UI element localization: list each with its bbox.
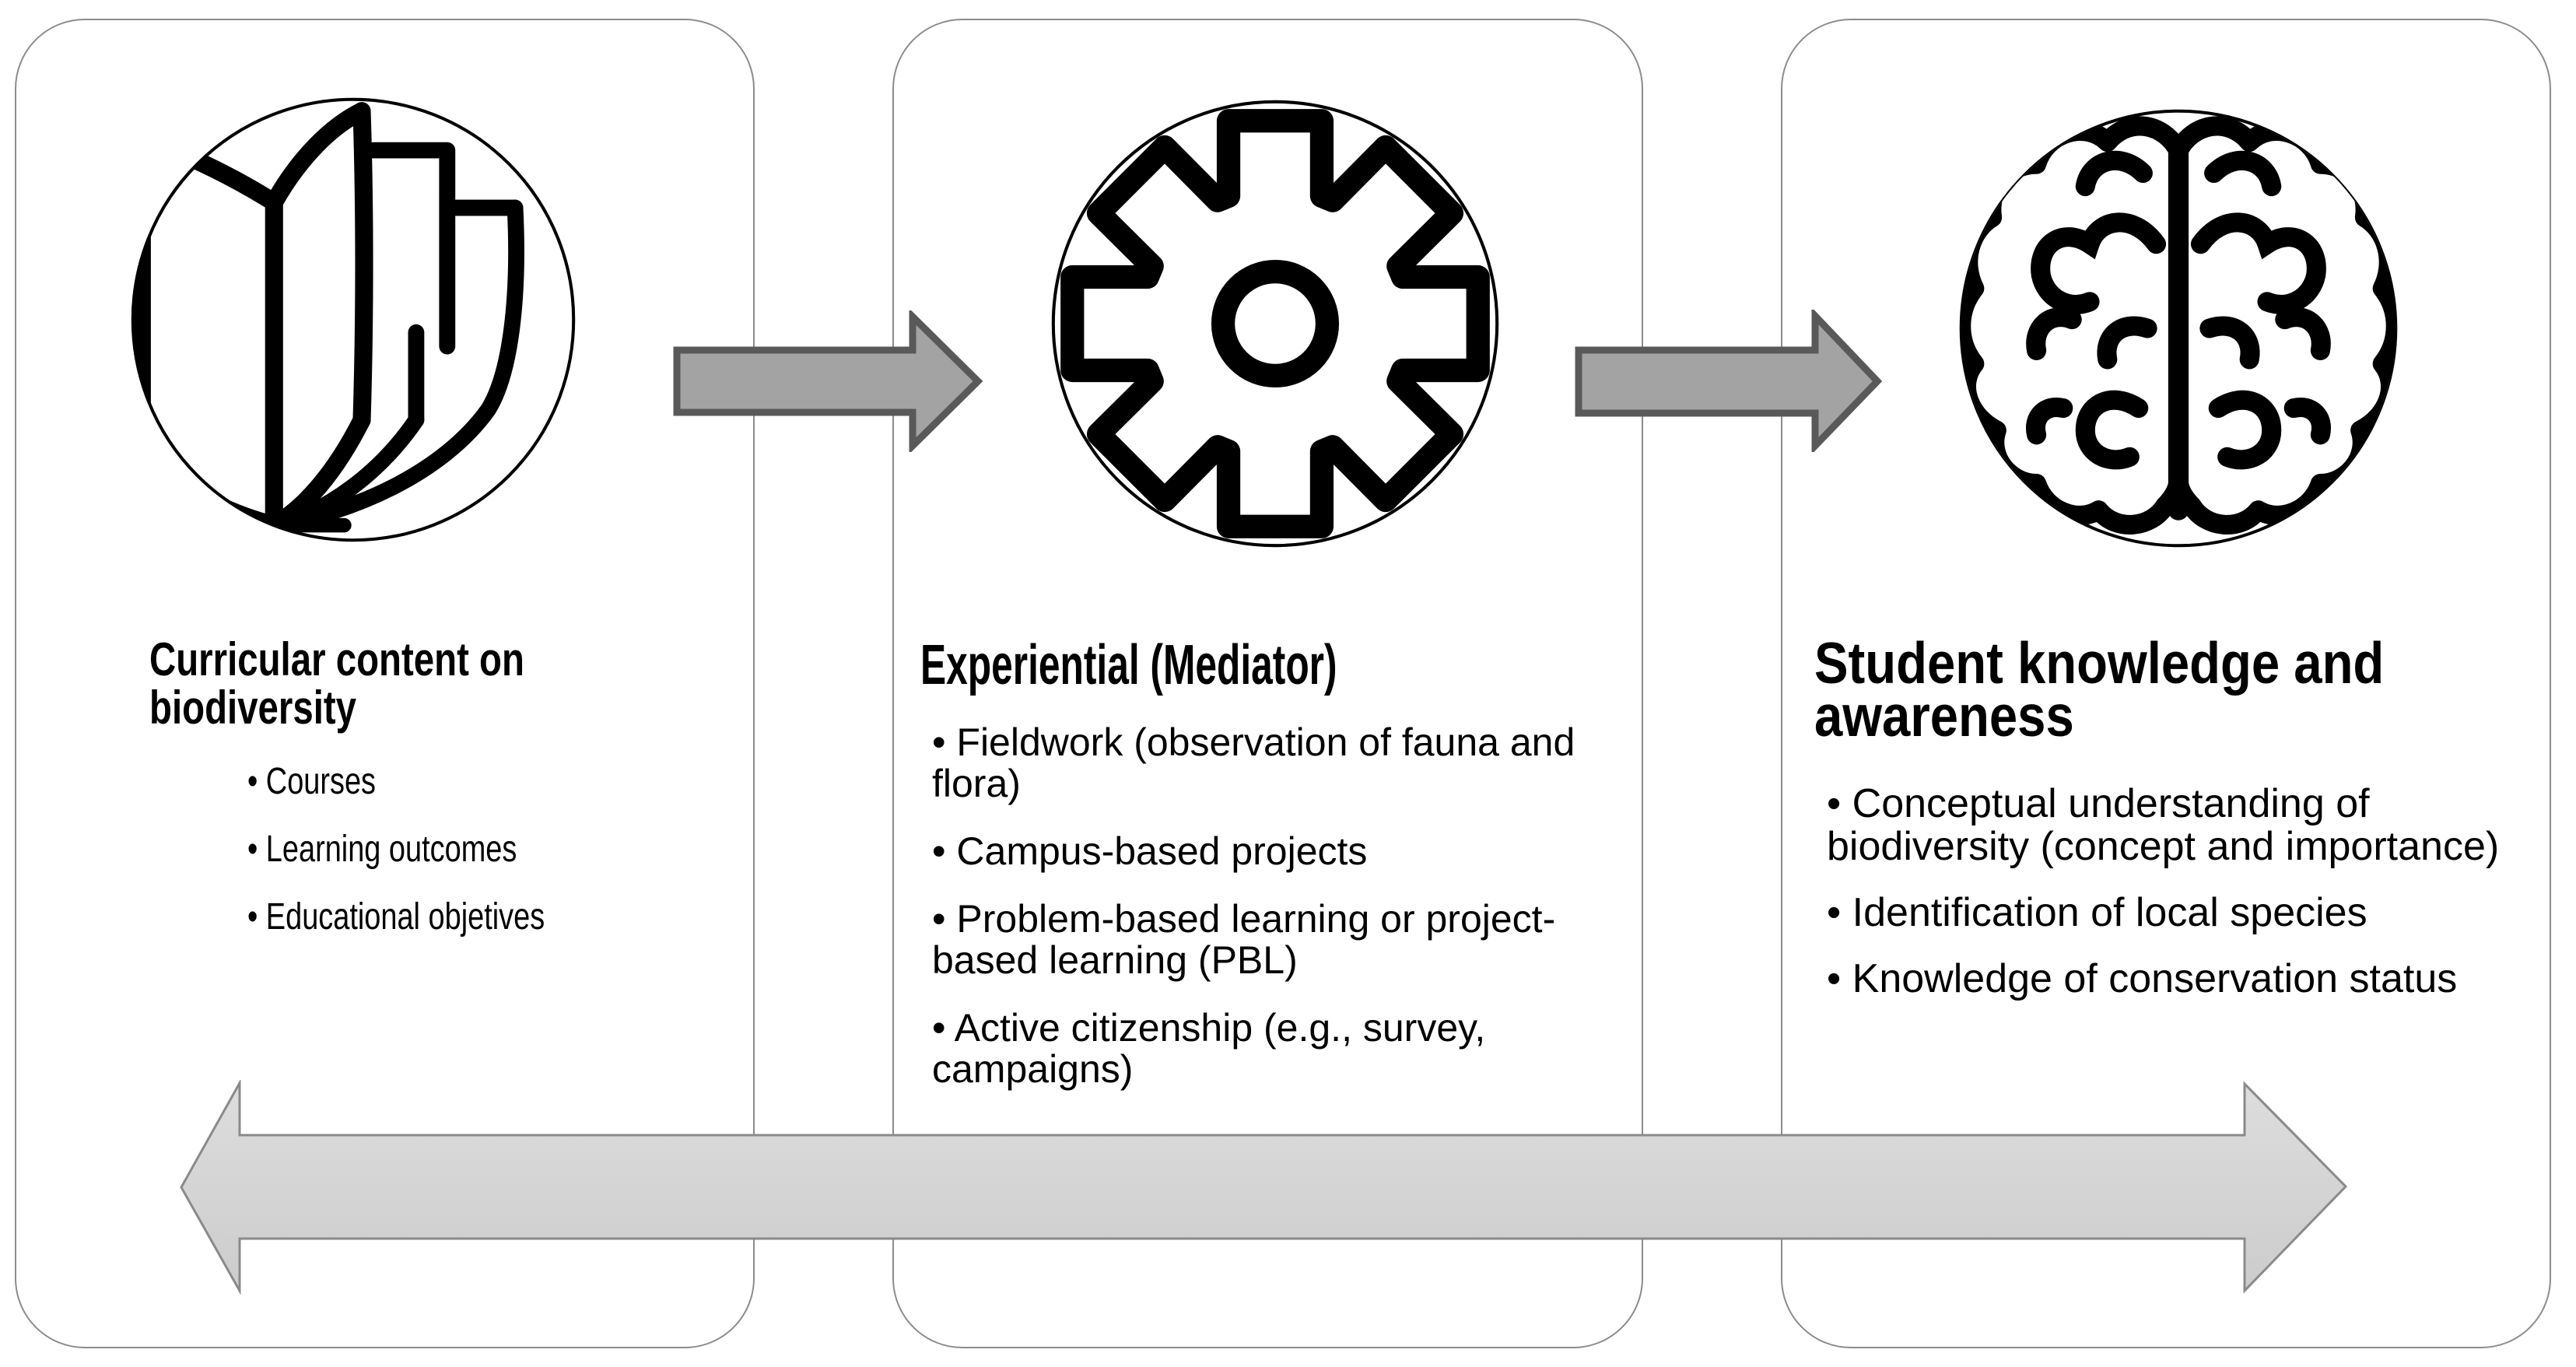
- bullet-item: • Fieldwork (observation of fauna and fl…: [932, 720, 1575, 805]
- right-arrow-icon: [671, 308, 985, 454]
- open-book-icon: [128, 95, 578, 545]
- right-arrow-icon: [1572, 307, 1884, 455]
- brain-icon: [1957, 107, 2400, 550]
- card1-title: Curricular content on biodiversity: [149, 633, 524, 734]
- card2-title: Experiential (Mediator): [920, 634, 1337, 696]
- card3-title: Student knowledge and awareness: [1814, 630, 2385, 748]
- bullet-item: • Conceptual understanding of biodiversi…: [1827, 781, 2500, 869]
- bullet-item: • Educational objetives: [247, 896, 545, 938]
- bullet-item: • Courses: [247, 761, 377, 802]
- bullet-item: • Campus-based projects: [932, 829, 1368, 873]
- bullet-item: • Identification of local species: [1827, 890, 2367, 935]
- bullet-item: • Learning outcomes: [247, 829, 517, 870]
- card3-bullet-list: • Conceptual understanding of biodiversi…: [1827, 783, 2543, 1024]
- card2-bullet-list: • Fieldwork (observation of fauna and fl…: [932, 722, 1648, 1116]
- double-headed-arrow-icon: [177, 1078, 2350, 1295]
- gear-icon: [1049, 97, 1502, 550]
- bullet-item: • Active citizenship (e.g., survey, camp…: [932, 1006, 1486, 1091]
- bullet-item: • Problem-based learning or project-base…: [932, 897, 1556, 982]
- bullet-item: • Knowledge of conservation status: [1827, 956, 2458, 1001]
- card1-bullet-list: • Courses • Learning outcomes • Educatio…: [247, 761, 678, 964]
